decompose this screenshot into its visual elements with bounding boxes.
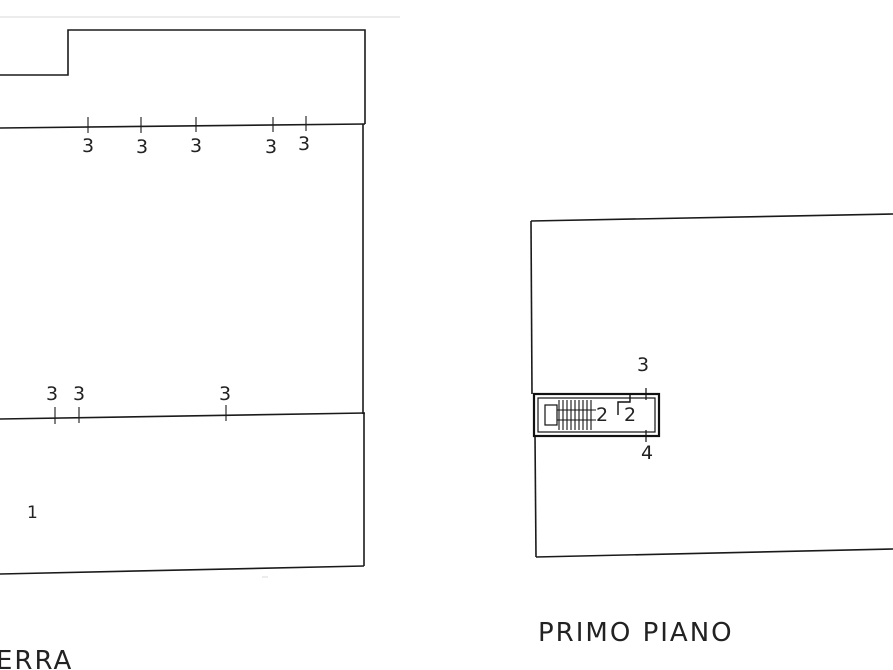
right-plan: 2 2 3 4 PRIMO PIANO: [530, 213, 893, 648]
left-plan-wall-upper: [0, 123, 366, 129]
upper-mark-5: 3: [298, 133, 310, 155]
stair-number-2: 2: [624, 404, 636, 426]
upper-mark-2: 3: [136, 136, 148, 158]
right-plan-bottom-wall: [535, 548, 893, 558]
lower-ticks: [54, 405, 227, 424]
upper-mark-3: 3: [190, 135, 202, 157]
right-plan-left-wall-lower: [534, 434, 537, 558]
mark-below-stair: 4: [641, 442, 653, 464]
right-plan-left-wall-upper: [530, 220, 533, 395]
lower-mark-2: 3: [73, 383, 85, 405]
mark-above-stair: 3: [637, 354, 649, 376]
upper-mark-1: 3: [82, 135, 94, 157]
room-number: 1: [27, 503, 38, 523]
left-plan: 3 3 3 3 3 3 3 3 1 ERRA: [0, 29, 366, 670]
lower-mark-1: 3: [46, 383, 58, 405]
right-plan-top-wall: [530, 213, 893, 222]
upper-mark-4: 3: [265, 136, 277, 158]
upper-ticks: [87, 116, 307, 133]
left-plan-bottom-wall: [0, 565, 365, 575]
stair-block: [532, 388, 661, 442]
left-plan-top-outline: [0, 29, 366, 124]
lower-mark-3: 3: [219, 383, 231, 405]
right-plan-caption: PRIMO PIANO: [538, 618, 734, 648]
stair-number-1: 2: [596, 404, 608, 426]
left-plan-caption: ERRA: [0, 646, 73, 670]
left-plan-wall-middle: [0, 412, 366, 420]
